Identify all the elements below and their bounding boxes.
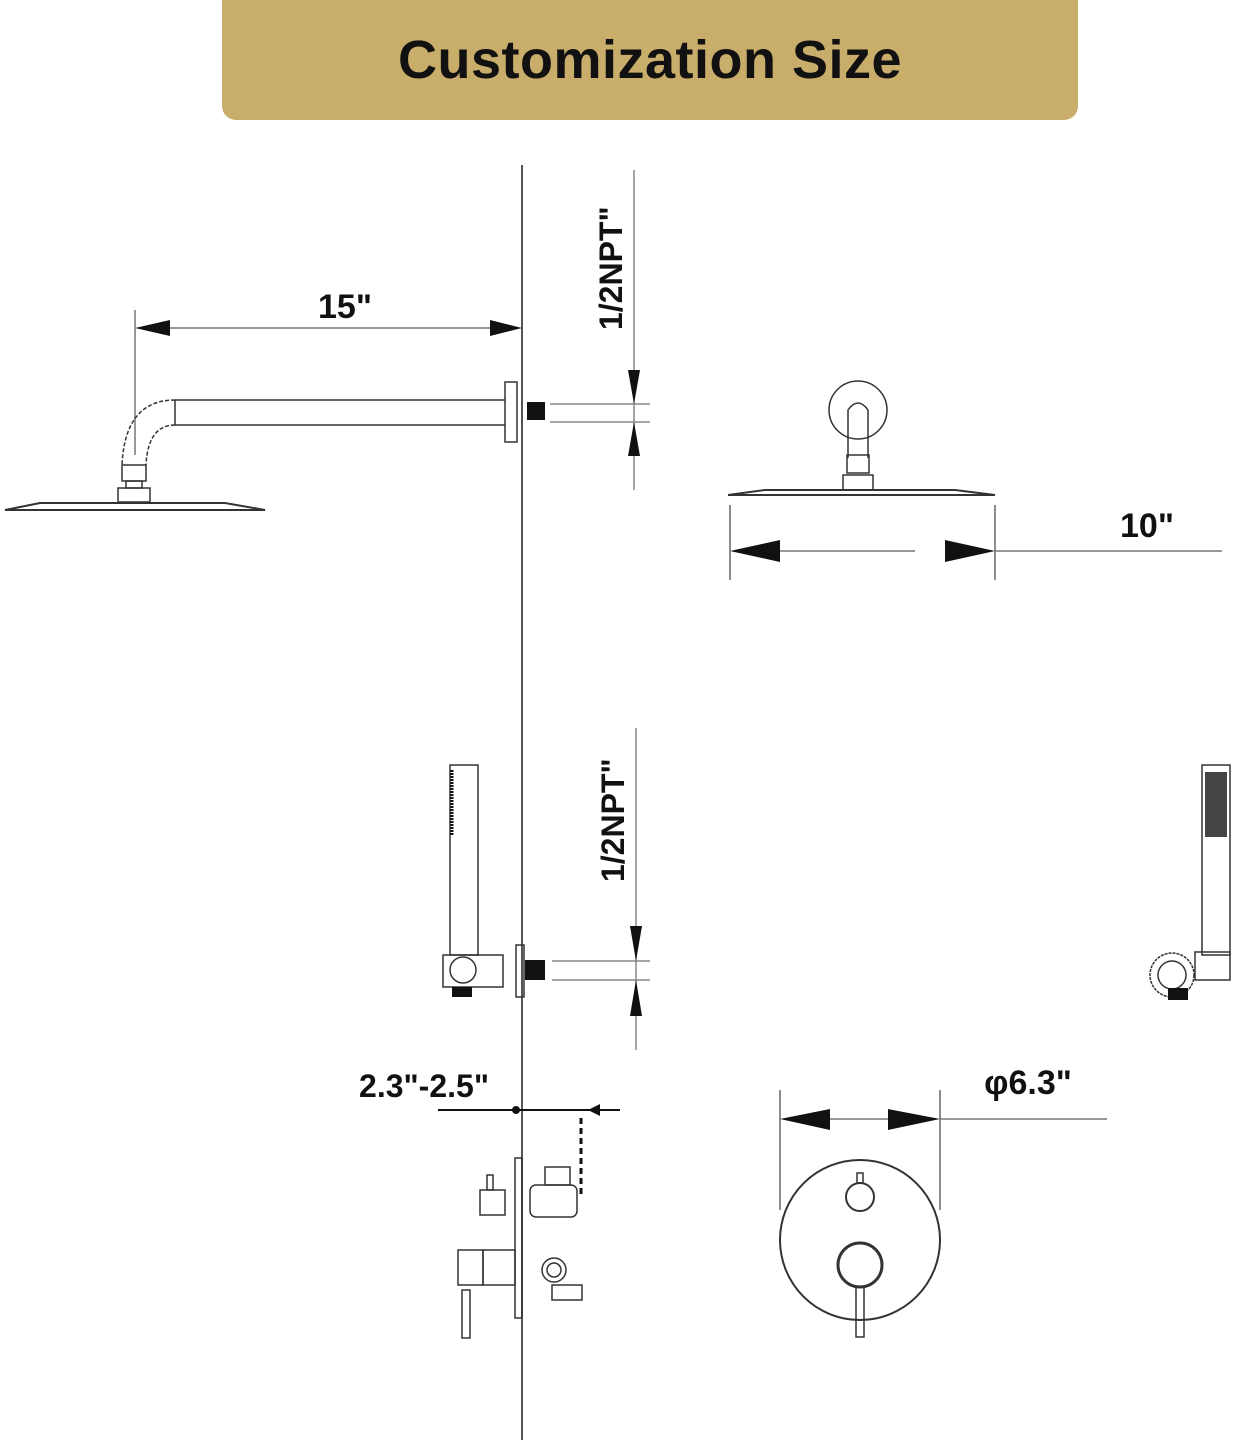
handshower-front-view — [1149, 764, 1231, 1000]
inlet-top-label: 1/2NPT" — [593, 206, 629, 330]
shower-arm-side-view — [4, 170, 650, 511]
valve-side-view — [438, 1104, 620, 1339]
valve-trim-front-view — [779, 1090, 1107, 1338]
handshower-side-view — [442, 728, 650, 1050]
shower-head-front-view — [727, 380, 1222, 580]
head-diameter-label: 10" — [1120, 507, 1174, 545]
valve-plate-diameter-label: φ6.3" — [984, 1064, 1072, 1102]
inlet-handshower-label: 1/2NPT" — [595, 758, 631, 882]
title-banner: Customization Size — [222, 0, 1078, 120]
wall-depth-label: 2.3"-2.5" — [359, 1068, 489, 1104]
page-title: Customization Size — [397, 30, 903, 90]
arm-length-label: 15" — [318, 288, 372, 326]
